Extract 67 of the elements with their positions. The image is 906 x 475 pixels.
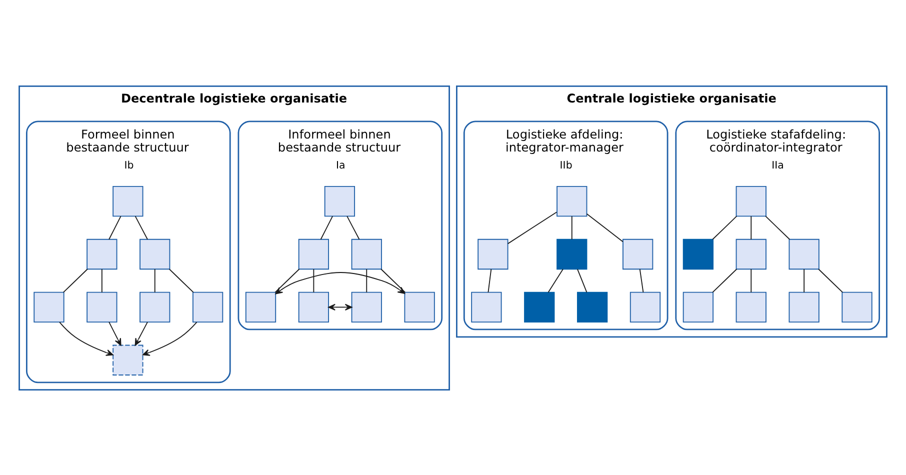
connector — [380, 268, 406, 292]
node-box — [86, 238, 118, 270]
node-label: Ia — [336, 160, 346, 172]
arrow — [142, 321, 198, 356]
node-box — [471, 291, 502, 322]
connector — [134, 215, 148, 240]
node-box — [351, 238, 382, 270]
node-box — [478, 238, 508, 270]
arrow — [59, 321, 114, 356]
node-box — [524, 291, 555, 322]
connector — [804, 268, 805, 292]
node-box — [351, 291, 382, 322]
node-box — [298, 291, 329, 322]
connector — [274, 268, 300, 292]
connector — [346, 215, 360, 240]
node-label: IIa — [772, 160, 784, 172]
node-box — [86, 291, 118, 322]
connector — [101, 268, 102, 292]
node-box — [622, 238, 654, 270]
node-box — [788, 238, 820, 270]
node-box — [736, 238, 766, 270]
node-box — [324, 186, 356, 216]
connector — [320, 215, 334, 240]
arrow — [108, 321, 122, 346]
connector — [712, 215, 738, 240]
node-box — [34, 291, 64, 322]
connector — [750, 215, 752, 240]
node-box — [788, 291, 820, 322]
node-box — [245, 291, 276, 322]
connector — [62, 268, 88, 292]
connector — [366, 268, 368, 292]
connector — [586, 212, 624, 242]
node-box — [630, 291, 661, 322]
node-box — [140, 291, 170, 322]
connector — [168, 268, 194, 292]
node-box — [736, 291, 766, 322]
node-box — [682, 238, 714, 270]
node-box — [556, 186, 588, 216]
node-box — [112, 186, 144, 216]
node-box — [140, 238, 170, 270]
node-box — [842, 291, 872, 322]
connector — [548, 268, 564, 292]
connector — [765, 215, 790, 240]
connector — [154, 268, 156, 292]
connector — [108, 215, 122, 240]
node-box — [556, 238, 588, 270]
node-box — [682, 291, 714, 322]
arrow — [134, 321, 148, 346]
connector — [577, 268, 588, 292]
arrow — [328, 303, 352, 310]
node-label: Ib — [124, 160, 134, 172]
connector — [313, 268, 314, 292]
arrow — [275, 272, 406, 294]
connector — [571, 215, 572, 240]
node-label: IIb — [560, 160, 572, 172]
connector — [639, 268, 644, 292]
node-box — [736, 186, 766, 216]
node-box — [112, 344, 144, 375]
connector — [712, 268, 738, 292]
node-box — [404, 291, 435, 322]
connector — [488, 268, 492, 292]
node-box — [192, 291, 224, 322]
node-box — [298, 238, 329, 270]
connector — [507, 211, 558, 244]
connector — [750, 268, 752, 292]
connector — [818, 268, 844, 292]
node-box — [577, 291, 608, 322]
